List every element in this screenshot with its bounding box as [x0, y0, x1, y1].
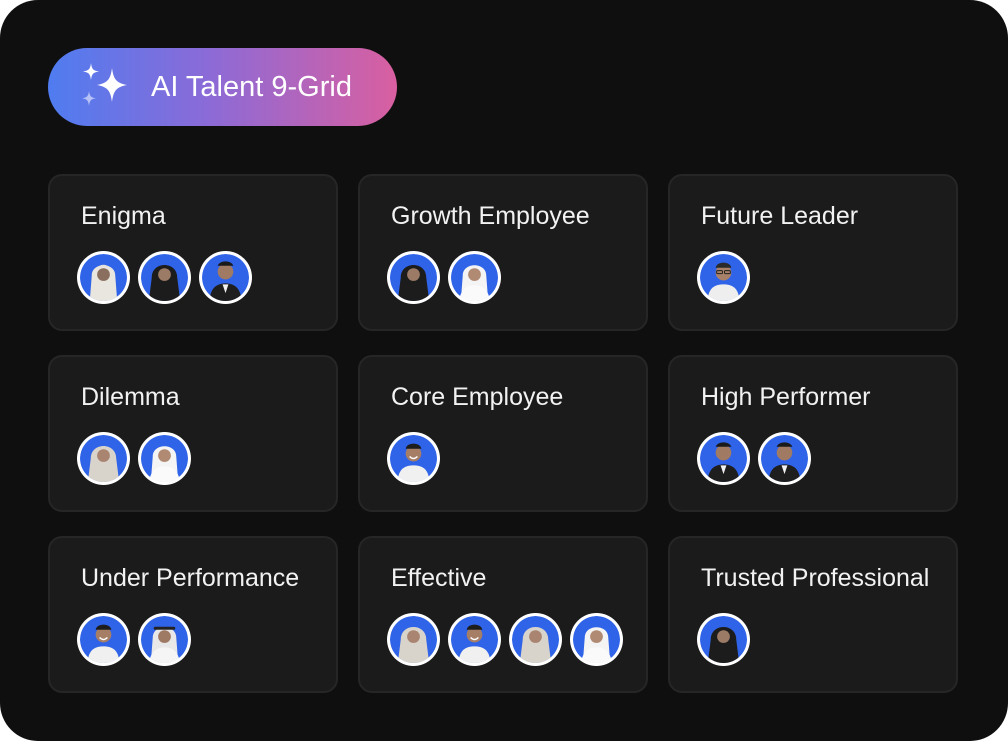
avatar-group	[697, 251, 750, 304]
avatar[interactable]	[77, 432, 130, 485]
avatar-group	[697, 432, 811, 485]
cell-label: Under Performance	[81, 564, 300, 592]
grid-cell[interactable]: Dilemma	[48, 355, 338, 512]
grid-cell[interactable]: Future Leader	[668, 174, 958, 331]
avatar[interactable]	[77, 251, 130, 304]
avatar-group	[387, 432, 440, 485]
avatar[interactable]	[758, 432, 811, 485]
avatar[interactable]	[697, 432, 750, 485]
avatar[interactable]	[448, 613, 501, 666]
avatar[interactable]	[138, 613, 191, 666]
cell-label: Effective	[391, 564, 487, 592]
avatar[interactable]	[387, 432, 440, 485]
avatar[interactable]	[697, 251, 750, 304]
title-badge: AI Talent 9-Grid	[48, 48, 397, 126]
grid-cell[interactable]: High Performer	[668, 355, 958, 512]
cell-label: Core Employee	[391, 383, 564, 411]
grid-cell[interactable]: Core Employee	[358, 355, 648, 512]
grid-cell[interactable]: Effective	[358, 536, 648, 693]
sparkle-icon	[82, 63, 127, 106]
avatar-group	[77, 251, 252, 304]
avatar-group	[387, 251, 501, 304]
avatar[interactable]	[138, 251, 191, 304]
cell-label: High Performer	[701, 383, 871, 411]
avatar-group	[77, 613, 191, 666]
page-title: AI Talent 9-Grid	[151, 70, 352, 103]
avatar[interactable]	[77, 613, 130, 666]
grid-cell[interactable]: Trusted Professional	[668, 536, 958, 693]
avatar[interactable]	[387, 613, 440, 666]
cell-label: Future Leader	[701, 202, 859, 230]
avatar[interactable]	[138, 432, 191, 485]
cell-label: Trusted Professional	[701, 564, 930, 592]
grid-cell[interactable]: Growth Employee	[358, 174, 648, 331]
cell-label: Enigma	[81, 202, 166, 230]
avatar[interactable]	[448, 251, 501, 304]
avatar[interactable]	[199, 251, 252, 304]
avatar[interactable]	[697, 613, 750, 666]
avatar-group	[697, 613, 750, 666]
avatar-group	[387, 613, 623, 666]
grid-cell[interactable]: Under Performance	[48, 536, 338, 693]
avatar[interactable]	[509, 613, 562, 666]
grid-cell[interactable]: Enigma	[48, 174, 338, 331]
cell-label: Dilemma	[81, 383, 180, 411]
avatar[interactable]	[570, 613, 623, 666]
avatar-group	[77, 432, 191, 485]
cell-label: Growth Employee	[391, 202, 590, 230]
avatar[interactable]	[387, 251, 440, 304]
